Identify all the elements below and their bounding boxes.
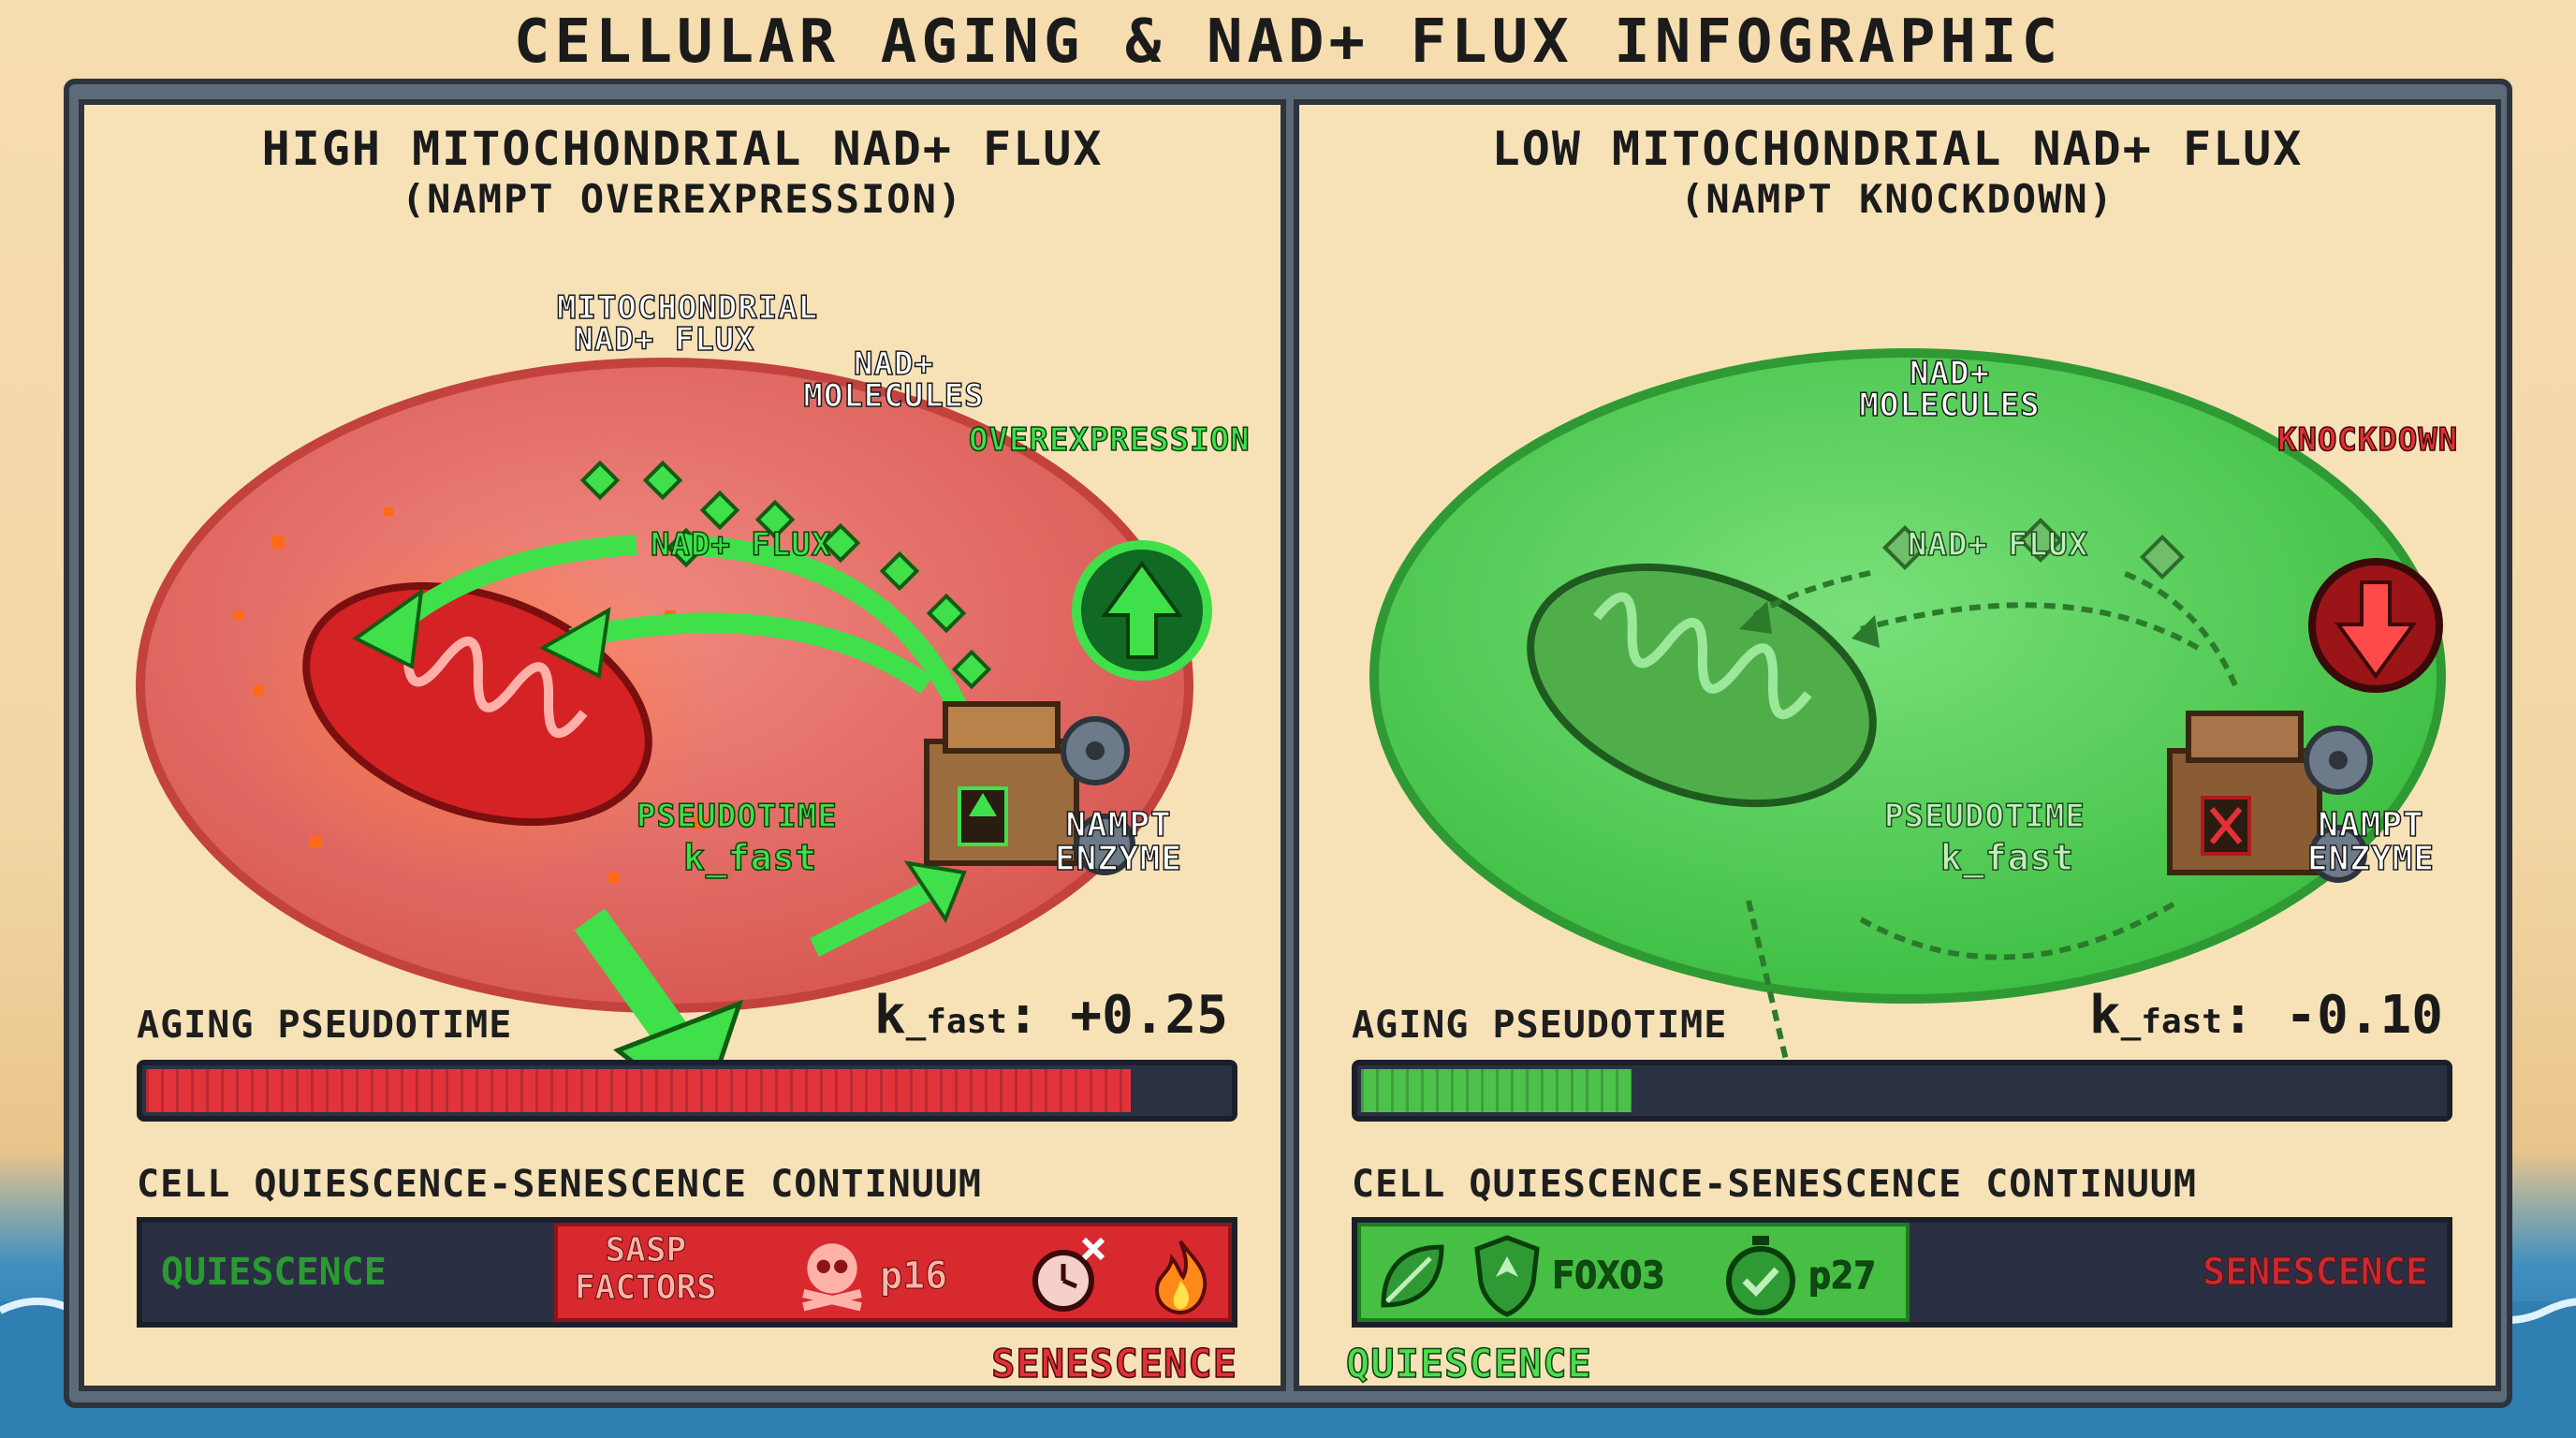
nad-molecule-icons (1881, 517, 2186, 580)
nampt-enzyme-machine-icon (2167, 711, 2373, 883)
quiescence-stamp: QUIESCENCE (1345, 1340, 1592, 1387)
nad-molecules-label: NAD+MOLECULES (1859, 355, 2041, 424)
pseudotime-label: PSEUDOTIME (636, 797, 838, 836)
nad-molecules-label: NAD+MOLECULES (803, 345, 985, 415)
high-flux-panel: HIGH MITOCHONDRIAL NAD+ FLUX (NAMPT OVER… (79, 99, 1286, 1391)
aging-pseudotime-bar (137, 1060, 1237, 1122)
senescence-end-label: SENESCENCE (2203, 1251, 2429, 1295)
senescence-stamp: SENESCENCE (990, 1340, 1237, 1387)
page-title: CELLULAR AGING & NAD+ FLUX INFOGRAPHIC (513, 7, 2063, 77)
leaf-icon (1381, 1244, 1444, 1308)
fire-icon (1154, 1240, 1208, 1315)
overexpression-label: OVEREXPRESSION (968, 420, 1251, 460)
mitochondrion-icon (1527, 563, 1877, 808)
kfast-label: k_fast (682, 836, 818, 879)
aging-pseudotime-label: AGING PSEUDOTIME (1352, 1004, 1728, 1047)
k-fast-value: k_fast: -0.10 (2088, 985, 2443, 1046)
continuum-label: CELL QUIESCENCE-SENESCENCE CONTINUUM (137, 1163, 982, 1206)
knockdown-label: KNOCKDOWN (2276, 420, 2459, 460)
panel-subtitle: (NAMPT OVEREXPRESSION) (401, 176, 964, 222)
panel-title: HIGH MITOCHONDRIAL NAD+ FLUX (261, 122, 1104, 176)
quiescence-zone: FOXO3 p27 (1357, 1223, 1910, 1322)
p27-marker: p27 (1808, 1255, 1877, 1299)
stopwatch-x-icon (1032, 1237, 1105, 1312)
shield-icon (1474, 1235, 1540, 1317)
infographic-frame: HIGH MITOCHONDRIAL NAD+ FLUX (NAMPT OVER… (64, 79, 2512, 1408)
spark-particles (234, 507, 706, 884)
aging-pseudotime-label: AGING PSEUDOTIME (137, 1004, 513, 1047)
aging-pseudotime-bar (1352, 1060, 2452, 1122)
panel-title: LOW MITOCHONDRIAL NAD+ FLUX (1491, 122, 2304, 176)
quiescence-end-label: QUIESCENCE (161, 1251, 387, 1294)
low-flux-panel: LOW MITOCHONDRIAL NAD+ FLUX (NAMPT KNOCK… (1294, 99, 2501, 1391)
pseudotime-label: PSEUDOTIME (1883, 797, 2086, 836)
kfast-label: k_fast (1939, 836, 2075, 879)
nad-flux-label: NAD+ FLUX (650, 525, 832, 565)
knockdown-down-arrow-icon (2308, 558, 2443, 693)
aging-pseudotime-fill (1361, 1069, 1632, 1112)
continuum-label: CELL QUIESCENCE-SENESCENCE CONTINUUM (1352, 1163, 2197, 1206)
overexpression-up-arrow-icon (1072, 540, 1212, 681)
nad-molecule-icons (579, 460, 1011, 746)
panel-subtitle: (NAMPT KNOCKDOWN) (1680, 176, 2115, 222)
nampt-enzyme-machine-icon (924, 701, 1135, 875)
skull-crossbones-icon (802, 1243, 862, 1312)
high-flux-cell-scene (136, 358, 1212, 1121)
nad-flux-label: NAD+ FLUX (1907, 525, 2089, 565)
foxo3-marker: FOXO3 (1551, 1255, 1665, 1299)
continuum-bar: FOXO3 p27 SENESCENCE (1352, 1217, 2452, 1328)
low-flux-cell-scene (1369, 348, 2446, 1088)
aging-pseudotime-fill (146, 1069, 1131, 1112)
k-fast-value: k_fast: +0.25 (873, 985, 1228, 1046)
stopwatch-check-icon (1726, 1236, 1795, 1315)
arrowheads (352, 587, 967, 924)
p16-marker: p16 (879, 1255, 948, 1299)
